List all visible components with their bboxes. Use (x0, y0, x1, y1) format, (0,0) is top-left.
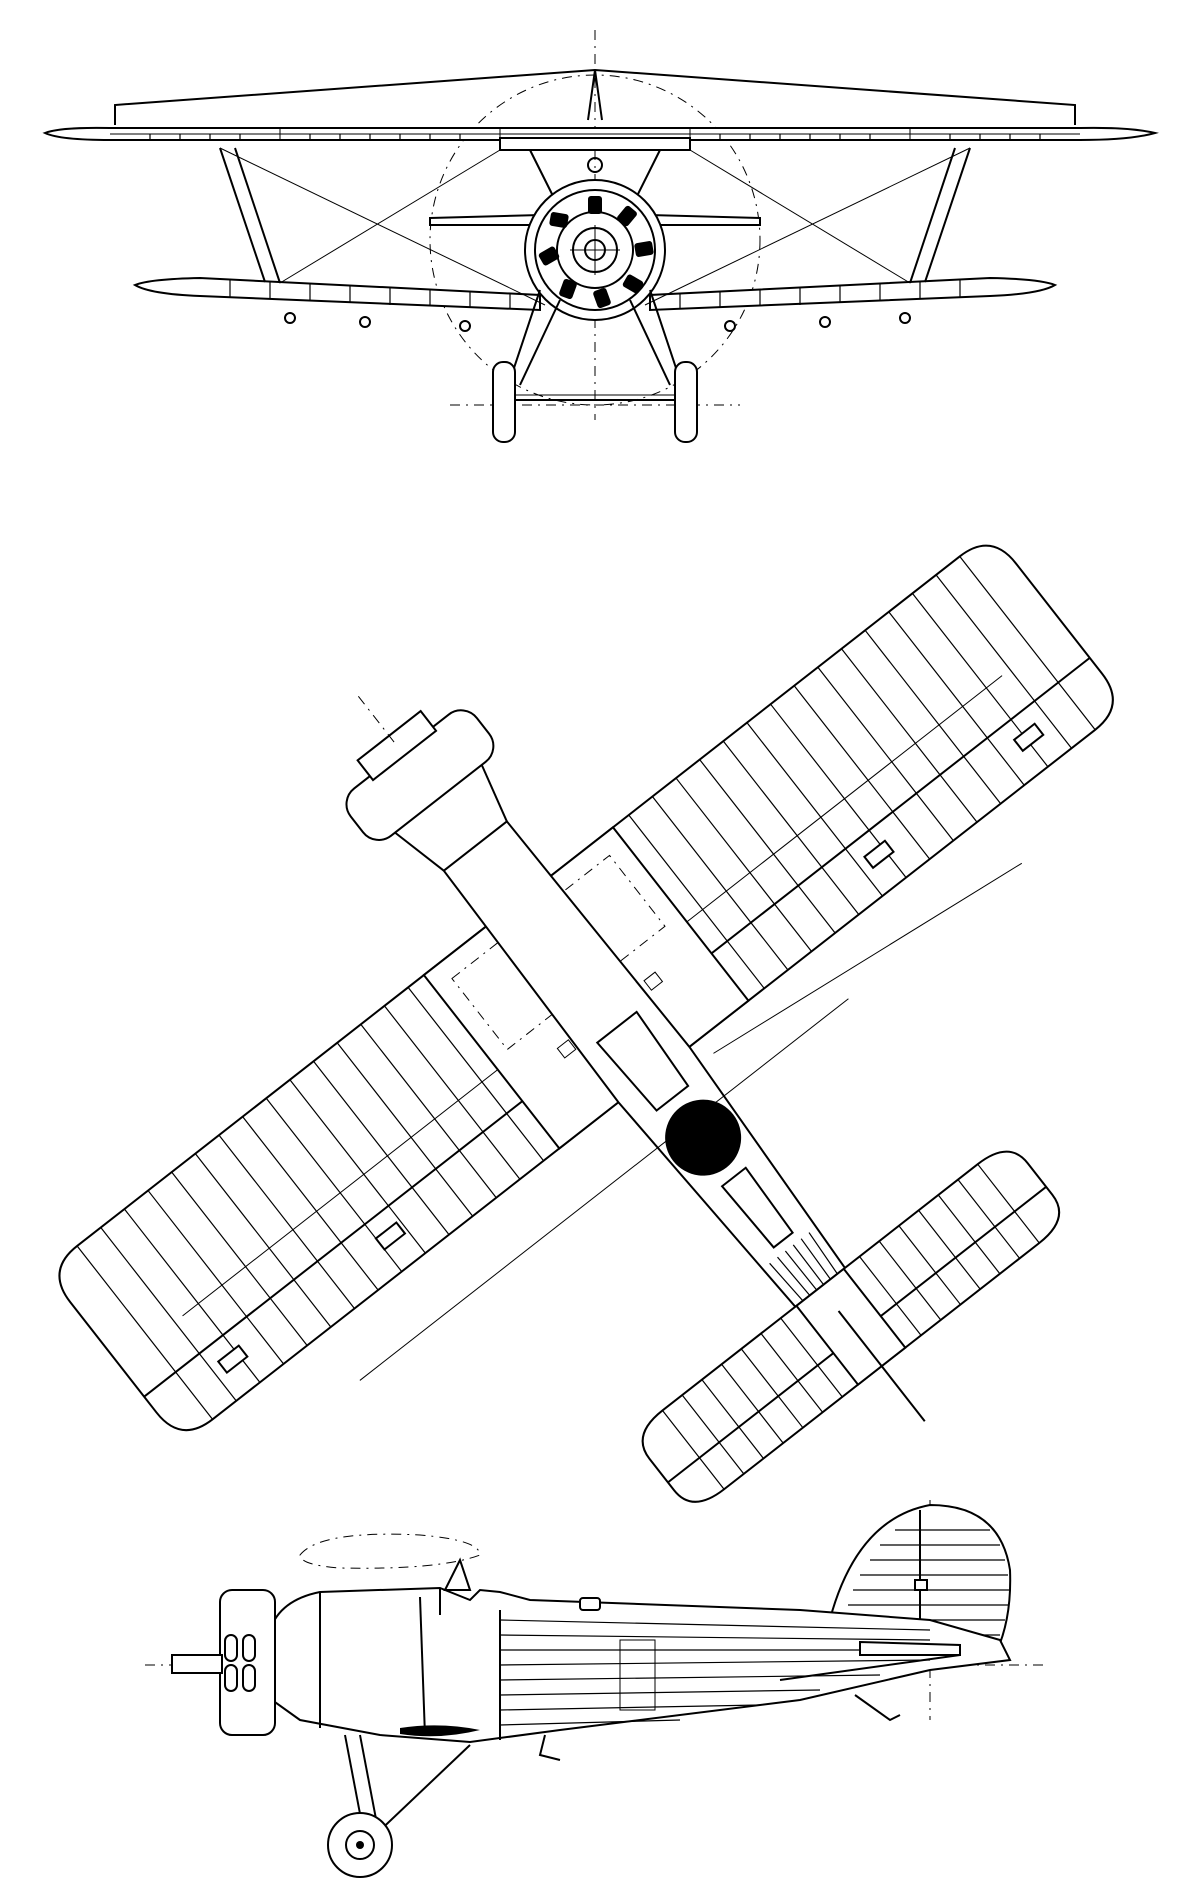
side-view (145, 1500, 1045, 1878)
propeller-arc (299, 1533, 481, 1569)
rear-gun-mount (579, 1597, 601, 1611)
stub-right (649, 213, 761, 226)
engine-side (171, 1589, 276, 1736)
stub-left (429, 213, 541, 226)
tailplane-top (641, 1150, 1061, 1503)
radial-engine-front (524, 157, 666, 321)
fuselage-side (268, 1586, 1012, 1744)
landing-gear-front (492, 289, 698, 443)
struts-front (219, 147, 971, 306)
windscreen (443, 1557, 472, 1591)
front-view (42, 30, 1159, 443)
top-view (58, 544, 1114, 1503)
engine-top (345, 696, 508, 872)
fin-front (587, 69, 603, 121)
upper-wing-front (42, 68, 1159, 151)
landing-gear-side (327, 1694, 901, 1878)
